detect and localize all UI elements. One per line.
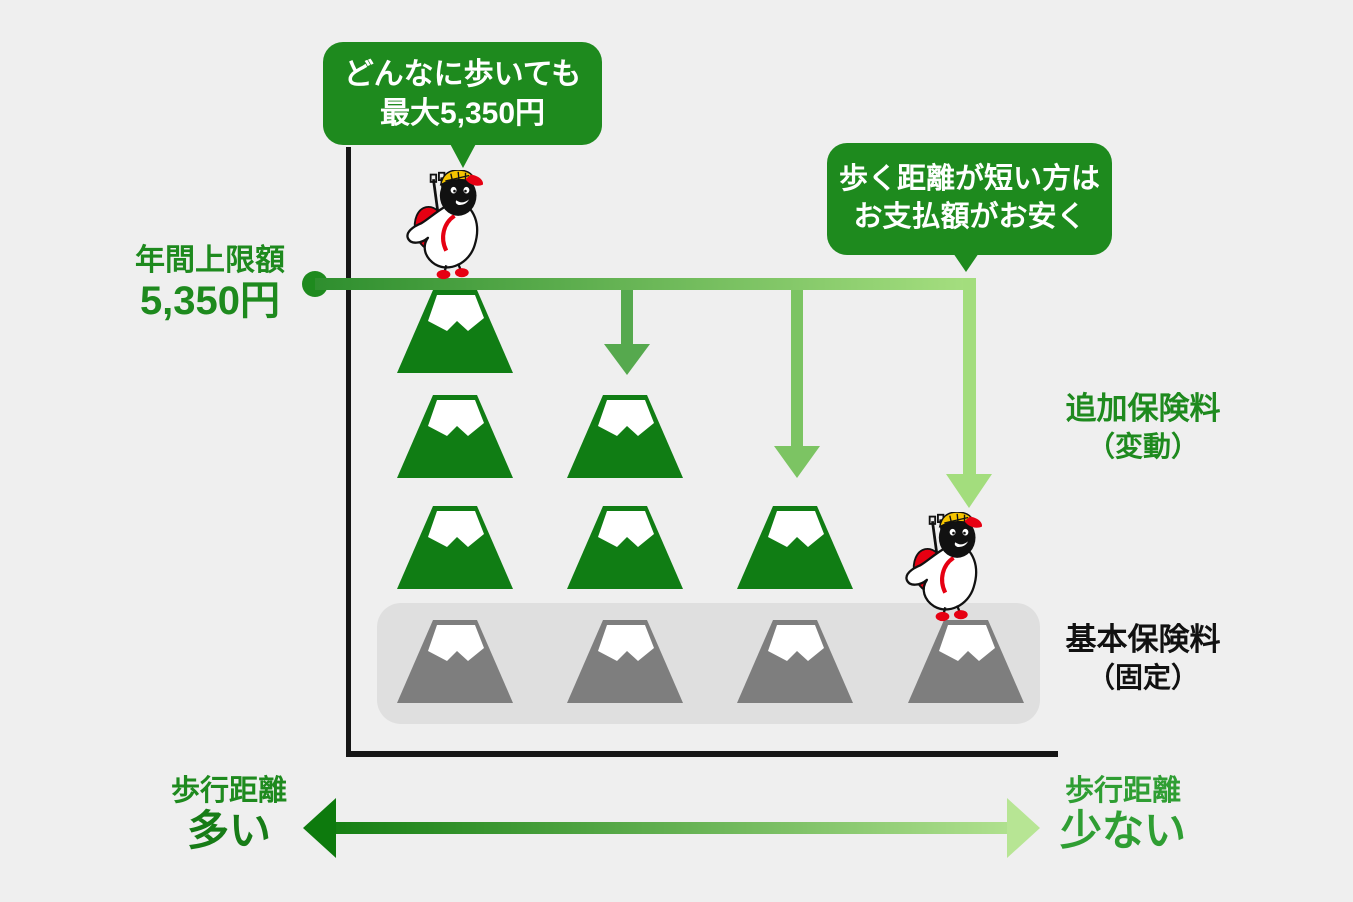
- bubble-top-line1: どんなに歩いても: [343, 57, 582, 91]
- annual-cap-title: 年間上限額: [135, 244, 285, 277]
- walking-distance-more-label: 歩行距離 多い: [129, 775, 329, 855]
- y-axis-line: [346, 147, 351, 757]
- base-premium-title: 基本保険料: [1065, 622, 1221, 657]
- fuji-mountain-icon-col2-row2: [567, 395, 683, 478]
- bubble-right-line1: 歩く距離が短い方は: [838, 163, 1100, 196]
- bubble-right-tail: [951, 250, 981, 272]
- bubble-top-line2: 最大5,350円: [379, 96, 546, 130]
- bubble-right-line2: お支払額がお安く: [853, 201, 1086, 233]
- walk-more-title: 歩行距離: [170, 775, 287, 807]
- walking-distance-less-label: 歩行距離 少ない: [1023, 775, 1223, 855]
- base-premium-label: 基本保険料 （固定）: [1040, 621, 1246, 695]
- bubble-top-tail: [448, 140, 478, 168]
- additional-premium-note: （変動）: [1086, 430, 1199, 462]
- down-arrow-icon-col2: [604, 290, 650, 375]
- fuji-mountain-icon-col1-row1: [397, 290, 513, 373]
- walk-less-title: 歩行距離: [1064, 775, 1181, 807]
- double-arrow-icon-walking-distance: [303, 798, 1040, 858]
- down-arrow-icon-col3: [774, 290, 820, 478]
- penguin-hiker-icon-top: [407, 170, 483, 279]
- fuji-mountain-icon-col3-row3: [737, 506, 853, 589]
- annual-cap-line: [315, 278, 976, 290]
- fuji-mountain-icon-col1-row2: [397, 395, 513, 478]
- additional-premium-label: 追加保険料 （変動）: [1040, 390, 1246, 464]
- walk-less-value: 少ない: [1059, 807, 1186, 855]
- additional-premium-title: 追加保険料: [1065, 391, 1221, 426]
- fuji-mountain-icon-col2-row3: [567, 506, 683, 589]
- down-arrow-icon-col4: [946, 278, 992, 508]
- walk-more-value: 多い: [186, 807, 271, 855]
- annual-cap-label: 年間上限額 5,350円: [110, 243, 310, 323]
- speech-bubble-short-distance: 歩く距離が短い方は お支払額がお安く: [827, 143, 1112, 255]
- base-premium-note: （固定）: [1086, 661, 1199, 693]
- speech-bubble-max-cap: どんなに歩いても 最大5,350円: [323, 42, 602, 145]
- fuji-mountain-icon-col1-row3: [397, 506, 513, 589]
- annual-cap-amount: 5,350円: [139, 279, 281, 323]
- base-premium-band: [377, 603, 1040, 724]
- x-axis-line: [346, 751, 1058, 757]
